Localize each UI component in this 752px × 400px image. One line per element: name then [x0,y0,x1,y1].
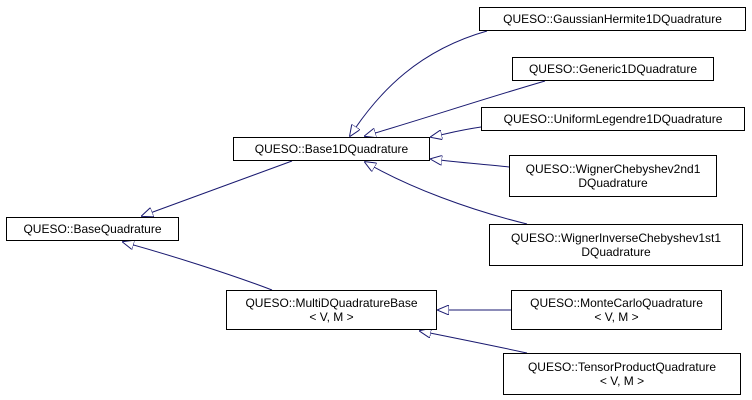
edge-gaussian-to-base1d [350,30,488,136]
class-name-line: QUESO::MultiDQuadratureBase [245,296,418,310]
class-node-gaussian-hermite-1d-quadrature[interactable]: QUESO::GaussianHermite1DQuadrature [479,7,746,31]
class-name-line-continued: DQuadrature [578,176,648,190]
class-name-line: QUESO::Base1DQuadrature [254,142,409,156]
class-node-wigner-inverse-chebyshev-1st-1d-quadrature[interactable]: QUESO::WignerInverseChebyshev1st1 DQuadr… [489,224,743,266]
edge-winverse-to-base1d [365,162,528,225]
edge-base1d-to-basequadrature [142,160,293,216]
class-node-tensor-product-quadrature[interactable]: QUESO::TensorProductQuadrature < V, M > [503,353,741,395]
class-name-line: QUESO::TensorProductQuadrature [527,360,717,374]
class-node-generic-1d-quadrature[interactable]: QUESO::Generic1DQuadrature [512,57,714,81]
edge-multid-to-basequadrature [123,242,273,291]
class-name-line: QUESO::MonteCarloQuadrature [530,296,703,310]
template-params-line: < V, M > [309,310,354,324]
class-name-line: QUESO::UniformLegendre1DQuadrature [503,112,723,126]
edge-wchebyshev-to-base1d [431,159,510,168]
class-name-line: QUESO::Generic1DQuadrature [528,62,698,76]
class-name-line: QUESO::GaussianHermite1DQuadrature [503,12,722,26]
template-params-line: < V, M > [594,310,639,324]
edge-generic-to-base1d [365,80,546,136]
class-name-line: QUESO::WignerChebyshev2nd1 [525,162,701,176]
class-node-base-quadrature[interactable]: QUESO::BaseQuadrature [6,217,179,241]
class-name-line: QUESO::WignerInverseChebyshev1st1 [510,231,722,245]
class-name-line: QUESO::BaseQuadrature [23,222,162,236]
class-node-wigner-chebyshev-2nd-1d-quadrature[interactable]: QUESO::WignerChebyshev2nd1 DQuadrature [509,155,717,197]
class-node-uniform-legendre-1d-quadrature[interactable]: QUESO::UniformLegendre1DQuadrature [481,107,745,131]
class-node-monte-carlo-quadrature[interactable]: QUESO::MonteCarloQuadrature < V, M > [511,290,722,330]
template-params-line: < V, M > [599,374,645,388]
class-node-base-1d-quadrature[interactable]: QUESO::Base1DQuadrature [233,137,430,161]
edge-tensor-to-multid [420,331,528,354]
class-node-multi-d-quadrature-base[interactable]: QUESO::MultiDQuadratureBase < V, M > [226,290,437,330]
edge-uniform-to-base1d [431,126,482,137]
class-name-line-continued: DQuadrature [581,245,651,259]
